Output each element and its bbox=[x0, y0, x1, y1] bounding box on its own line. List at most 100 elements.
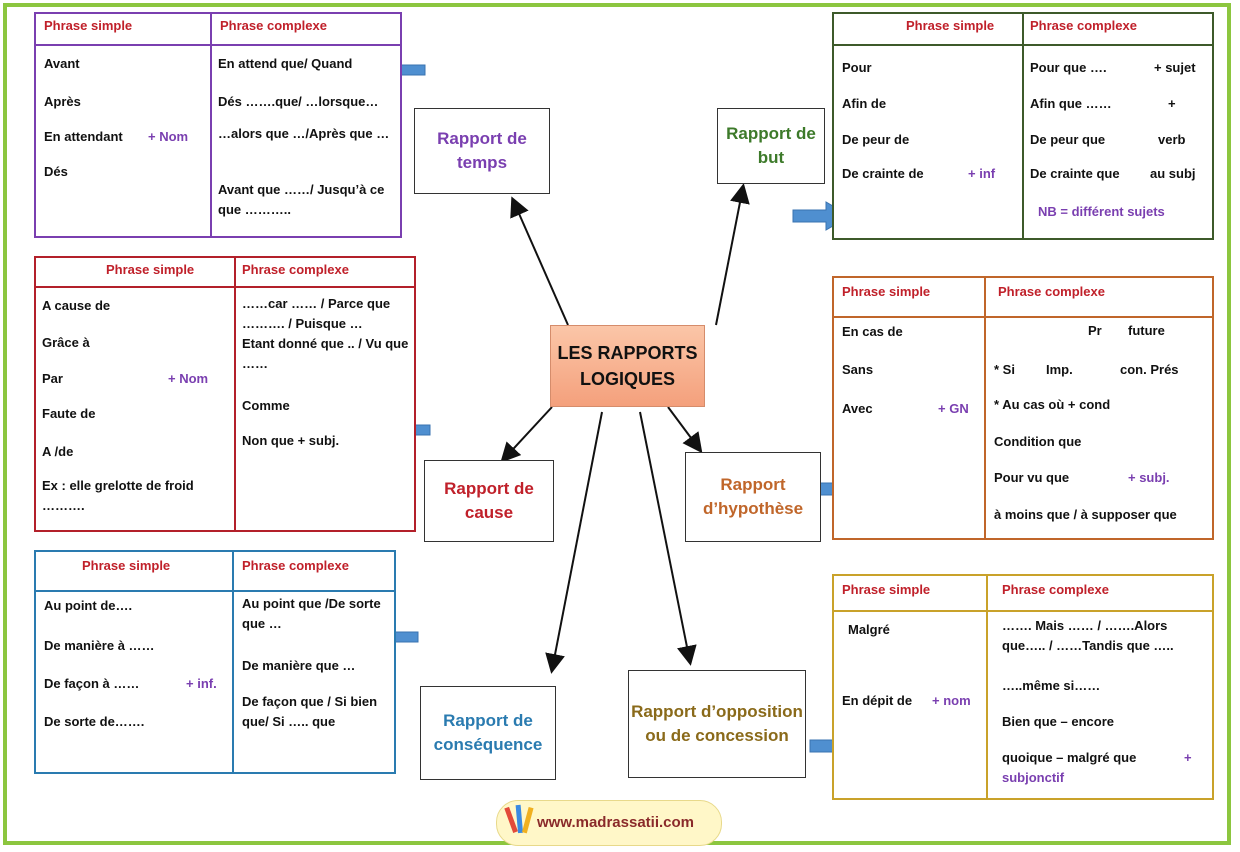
rapport-cause-box: Rapport de cause bbox=[424, 460, 554, 542]
table-divider bbox=[986, 576, 988, 798]
website-logo: www.madrassatii.com bbox=[496, 800, 722, 846]
hyp-simple-2: Sans bbox=[842, 362, 873, 377]
but-complexe-4: De crainte que bbox=[1030, 166, 1120, 181]
cause-complexe-3: Comme bbox=[242, 398, 290, 413]
header-simple: Phrase simple bbox=[842, 284, 930, 299]
cause-complexe-4: Non que + subj. bbox=[242, 433, 339, 448]
table-temps: Phrase simple Phrase complexe Avant Aprè… bbox=[34, 12, 402, 238]
hyp-subj: + subj. bbox=[1128, 470, 1170, 485]
rapport-temps-box: Rapport de temps bbox=[414, 108, 550, 194]
temps-complexe-1: En attend que/ Quand bbox=[218, 56, 352, 71]
table-divider bbox=[984, 278, 986, 538]
cause-simple-5: A /de bbox=[42, 444, 73, 459]
cons-simple-2: De manière à …… bbox=[44, 638, 155, 653]
header-complexe: Phrase complexe bbox=[1002, 582, 1109, 597]
cons-complexe-1: Au point que /De sorte que … bbox=[242, 594, 392, 634]
temps-simple-1: Avant bbox=[44, 56, 80, 71]
rapport-hypothese-box: Rapport d’hypothèse bbox=[685, 452, 821, 542]
hyp-simple-1: En cas de bbox=[842, 324, 903, 339]
cause-simple-suffix: + Nom bbox=[168, 371, 208, 386]
header-complexe: Phrase complexe bbox=[998, 284, 1105, 299]
line-to-cause bbox=[503, 407, 552, 460]
cause-simple-3: Par bbox=[42, 371, 63, 386]
but-complexe-suffix-1: + sujet bbox=[1154, 60, 1196, 75]
hyp-imp: Imp. bbox=[1046, 362, 1073, 377]
but-nb: NB = différent sujets bbox=[1038, 204, 1165, 219]
cons-complexe-2: De manière que … bbox=[242, 658, 355, 673]
header-simple: Phrase simple bbox=[906, 18, 994, 33]
hyp-si: * Si bbox=[994, 362, 1015, 377]
but-complexe-3: De peur que bbox=[1030, 132, 1105, 147]
but-simple-4: De crainte de bbox=[842, 166, 924, 181]
cause-complexe-1: ……car …… / Parce que ………. / Puisque … bbox=[242, 294, 412, 334]
cause-simple-6: Ex : elle grelotte de froid ………. bbox=[42, 476, 230, 516]
header-simple: Phrase simple bbox=[82, 558, 170, 573]
cause-complexe-2: Etant donné que .. / Vu que …… bbox=[242, 334, 412, 374]
rapport-consequence-box: Rapport de conséquence bbox=[420, 686, 556, 780]
but-complexe-1: Pour que …. bbox=[1030, 60, 1107, 75]
opp-complexe-plus: + bbox=[1184, 750, 1192, 765]
temps-simple-2: Après bbox=[44, 94, 81, 109]
cons-simple-1: Au point de…. bbox=[44, 598, 132, 613]
opp-simple-2: En dépit de bbox=[842, 693, 912, 708]
hyp-pr: Pr bbox=[1088, 323, 1102, 338]
temps-simple-4: Dés bbox=[44, 164, 68, 179]
rapport-but-box: Rapport de but bbox=[717, 108, 825, 184]
table-opposition: Phrase simple Phrase complexe Malgré En … bbox=[832, 574, 1214, 800]
header-complexe: Phrase complexe bbox=[242, 558, 349, 573]
cause-simple-2: Grâce à bbox=[42, 335, 90, 350]
header-simple: Phrase simple bbox=[106, 262, 194, 277]
temps-simple-suffix: + Nom bbox=[148, 129, 188, 144]
table-cause: Phrase simple Phrase complexe A cause de… bbox=[34, 256, 416, 532]
but-complexe-suffix-2: + bbox=[1168, 96, 1176, 111]
table-divider bbox=[210, 14, 212, 236]
website-url: www.madrassatii.com bbox=[537, 814, 694, 831]
but-complexe-2: Afin que …… bbox=[1030, 96, 1112, 111]
temps-complexe-4: Avant que ……/ Jusqu’à ce que ……….. bbox=[218, 180, 394, 220]
hyp-future: future bbox=[1128, 323, 1165, 338]
hyp-pourvu: Pour vu que bbox=[994, 470, 1069, 485]
cause-simple-4: Faute de bbox=[42, 406, 95, 421]
hyp-simple-3: Avec bbox=[842, 401, 873, 416]
hyp-con: con. Prés bbox=[1120, 362, 1179, 377]
temps-complexe-3: …alors que …/Après que … bbox=[218, 124, 394, 144]
table-header bbox=[36, 258, 414, 288]
header-simple: Phrase simple bbox=[44, 18, 132, 33]
table-divider bbox=[232, 552, 234, 772]
table-but: Phrase simple Phrase complexe Pour Afin … bbox=[832, 12, 1214, 240]
hyp-amoins: à moins que / à supposer que bbox=[994, 507, 1177, 522]
hyp-condition: Condition que bbox=[994, 434, 1081, 449]
line-to-consequence bbox=[552, 412, 602, 670]
pencils-icon bbox=[501, 801, 541, 841]
line-to-opposition bbox=[640, 412, 690, 662]
opp-complexe-3: Bien que – encore bbox=[1002, 714, 1114, 729]
hyp-simple-suffix: + GN bbox=[938, 401, 969, 416]
but-complexe-suffix-4: au subj bbox=[1150, 166, 1196, 181]
opp-simple-suffix: + nom bbox=[932, 693, 971, 708]
but-simple-2: Afin de bbox=[842, 96, 886, 111]
temps-complexe-2: Dés …….que/ …lorsque… bbox=[218, 94, 378, 109]
opp-complexe-suffix: subjonctif bbox=[1002, 770, 1064, 785]
cons-simple-suffix: + inf. bbox=[186, 676, 217, 691]
opp-simple-1: Malgré bbox=[848, 622, 890, 637]
line-to-hypothese bbox=[668, 407, 700, 450]
hyp-aucas: * Au cas où + cond bbox=[994, 397, 1110, 412]
opp-complexe-1: ……. Mais …… / …….Alors que….. / ……Tandis… bbox=[1002, 616, 1202, 656]
header-complexe: Phrase complexe bbox=[1030, 18, 1137, 33]
line-to-but bbox=[716, 187, 743, 325]
but-simple-3: De peur de bbox=[842, 132, 909, 147]
cons-simple-3: De façon à …… bbox=[44, 676, 139, 691]
table-hypothese: Phrase simple Phrase complexe En cas de … bbox=[832, 276, 1214, 540]
header-complexe: Phrase complexe bbox=[220, 18, 327, 33]
table-divider bbox=[234, 258, 236, 530]
but-complexe-suffix-3: verb bbox=[1158, 132, 1185, 147]
temps-simple-3: En attendant bbox=[44, 129, 123, 144]
but-simple-suffix: + inf bbox=[968, 166, 995, 181]
rapport-opposition-box: Rapport d’opposition ou de concession bbox=[628, 670, 806, 778]
opp-complexe-2: …..même si…… bbox=[1002, 678, 1100, 693]
cause-simple-1: A cause de bbox=[42, 298, 110, 313]
but-simple-1: Pour bbox=[842, 60, 872, 75]
opp-complexe-4: quoique – malgré que bbox=[1002, 750, 1136, 765]
header-complexe: Phrase complexe bbox=[242, 262, 349, 277]
cons-complexe-3: De façon que / Si bien que/ Si ….. que bbox=[242, 692, 392, 732]
